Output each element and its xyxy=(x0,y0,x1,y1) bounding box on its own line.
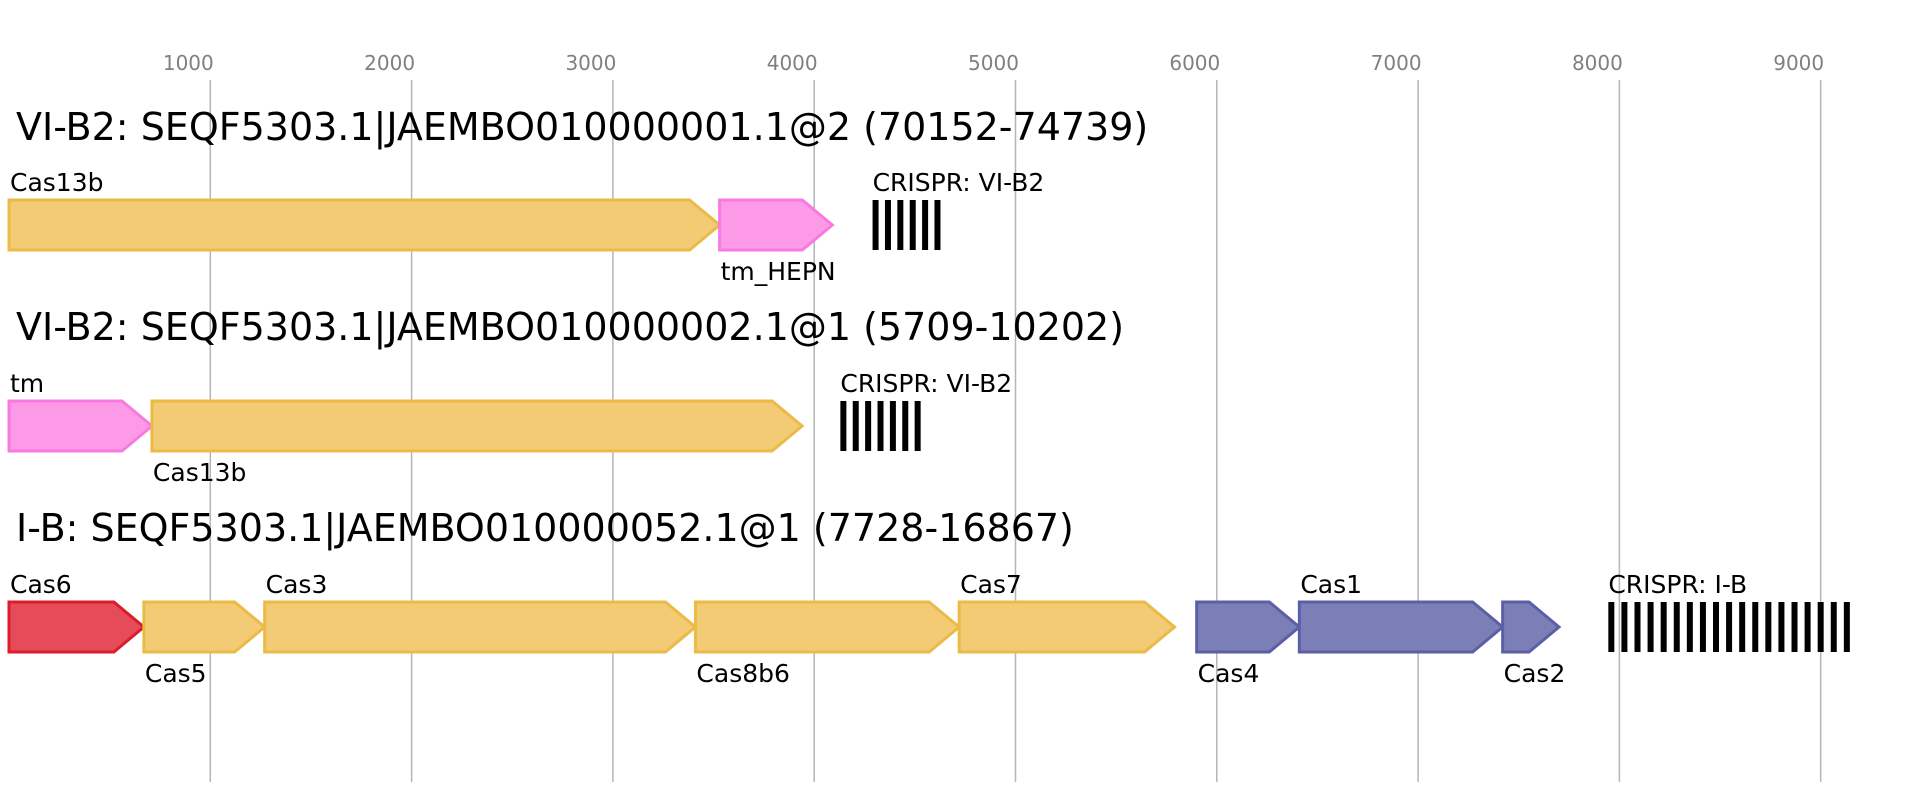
crispr-repeat xyxy=(1843,602,1850,652)
gene-arrow-tm-hepn xyxy=(718,198,835,252)
crispr-array: CRISPR: VI-B2 xyxy=(872,168,1045,250)
crispr-repeat xyxy=(1830,602,1837,652)
axis-tick-label: 4000 xyxy=(767,51,818,75)
crispr-repeat xyxy=(909,200,916,250)
crispr-repeat xyxy=(1804,602,1811,652)
axis-tick-label: 9000 xyxy=(1773,51,1824,75)
gene-arrow-cas3 xyxy=(263,600,698,654)
gene-label: Cas2 xyxy=(1504,659,1566,688)
crispr-repeat xyxy=(872,200,879,250)
crispr-repeat xyxy=(1699,602,1706,652)
gene-label: Cas13b xyxy=(153,458,246,487)
gene-label: tm_HEPN xyxy=(721,257,836,286)
crispr-repeat xyxy=(1778,602,1785,652)
gene-arrow-cas6 xyxy=(7,600,147,654)
crispr-repeat xyxy=(1608,602,1615,652)
axis-tick-label: 7000 xyxy=(1371,51,1422,75)
locus-track: VI-B2: SEQF5303.1|JAEMBO010000001.1@2 (7… xyxy=(7,105,1148,286)
gene-arrow-cas2 xyxy=(1501,600,1562,654)
gene-label: Cas13b xyxy=(10,168,103,197)
axis-tick-label: 6000 xyxy=(1169,51,1220,75)
gene-arrow-cas4 xyxy=(1195,600,1302,654)
crispr-repeat xyxy=(934,200,941,250)
crispr-repeat xyxy=(865,401,872,451)
crispr-repeat xyxy=(1739,602,1746,652)
axis-tick-label: 3000 xyxy=(565,51,616,75)
crispr-label: CRISPR: VI-B2 xyxy=(840,369,1012,398)
crispr-repeat xyxy=(877,401,884,451)
gene-arrow-cas13b xyxy=(150,399,805,453)
crispr-repeat xyxy=(902,401,909,451)
gene-arrow-cas8b6 xyxy=(693,600,962,654)
crispr-repeat xyxy=(1660,602,1667,652)
loci-tracks: VI-B2: SEQF5303.1|JAEMBO010000001.1@2 (7… xyxy=(7,105,1850,688)
axis-grid: 1000 2000 3000 4000 5000 6000 7000 8000 9000 xyxy=(163,51,1824,782)
gene-arrow-cas7 xyxy=(957,600,1177,654)
crispr-array: CRISPR: VI-B2 xyxy=(840,369,1012,451)
crispr-repeat xyxy=(1713,602,1720,652)
axis-tick-label: 2000 xyxy=(364,51,415,75)
crispr-repeat xyxy=(1621,602,1628,652)
crispr-repeat xyxy=(852,401,859,451)
crispr-repeat xyxy=(1791,602,1798,652)
gene-label: Cas6 xyxy=(10,570,72,599)
crispr-repeat xyxy=(1647,602,1654,652)
axis-tick-label: 5000 xyxy=(968,51,1019,75)
locus-title: VI-B2: SEQF5303.1|JAEMBO010000001.1@2 (7… xyxy=(16,105,1148,150)
gene-arrow-cas5 xyxy=(142,600,267,654)
crispr-repeat xyxy=(1817,602,1824,652)
crispr-repeat xyxy=(1765,602,1772,652)
gene-label: Cas3 xyxy=(266,570,328,599)
gene-arrow-cas1 xyxy=(1297,600,1505,654)
crispr-repeat xyxy=(897,200,904,250)
crispr-repeat xyxy=(922,200,929,250)
locus-track: VI-B2: SEQF5303.1|JAEMBO010000002.1@1 (5… xyxy=(7,305,1124,487)
crispr-repeat xyxy=(1726,602,1733,652)
crispr-repeat xyxy=(1673,602,1680,652)
crispr-repeat xyxy=(1686,602,1693,652)
gene-label: Cas7 xyxy=(960,570,1022,599)
crispr-repeat xyxy=(1752,602,1759,652)
axis-tick-label: 8000 xyxy=(1572,51,1623,75)
crispr-repeat xyxy=(840,401,847,451)
axis-tick-label: 1000 xyxy=(163,51,214,75)
crispr-label: CRISPR: VI-B2 xyxy=(873,168,1045,197)
gene-label: Cas8b6 xyxy=(696,659,789,688)
locus-title: VI-B2: SEQF5303.1|JAEMBO010000002.1@1 (5… xyxy=(16,305,1124,350)
locus-track: I-B: SEQF5303.1|JAEMBO010000052.1@1 (772… xyxy=(7,506,1850,688)
crispr-repeat xyxy=(884,200,891,250)
gene-arrow-cas13b xyxy=(7,198,722,252)
crispr-label: CRISPR: I-B xyxy=(1608,570,1747,599)
gene-label: Cas5 xyxy=(145,659,207,688)
gene-label: tm xyxy=(10,369,44,398)
crispr-repeat xyxy=(914,401,921,451)
gene-label: Cas1 xyxy=(1300,570,1362,599)
crispr-repeat xyxy=(889,401,896,451)
gene-label: Cas4 xyxy=(1198,659,1260,688)
crispr-array: CRISPR: I-B xyxy=(1608,570,1850,652)
locus-title: I-B: SEQF5303.1|JAEMBO010000052.1@1 (772… xyxy=(16,506,1074,551)
gene-arrow-tm xyxy=(7,399,155,453)
crispr-repeat xyxy=(1634,602,1641,652)
